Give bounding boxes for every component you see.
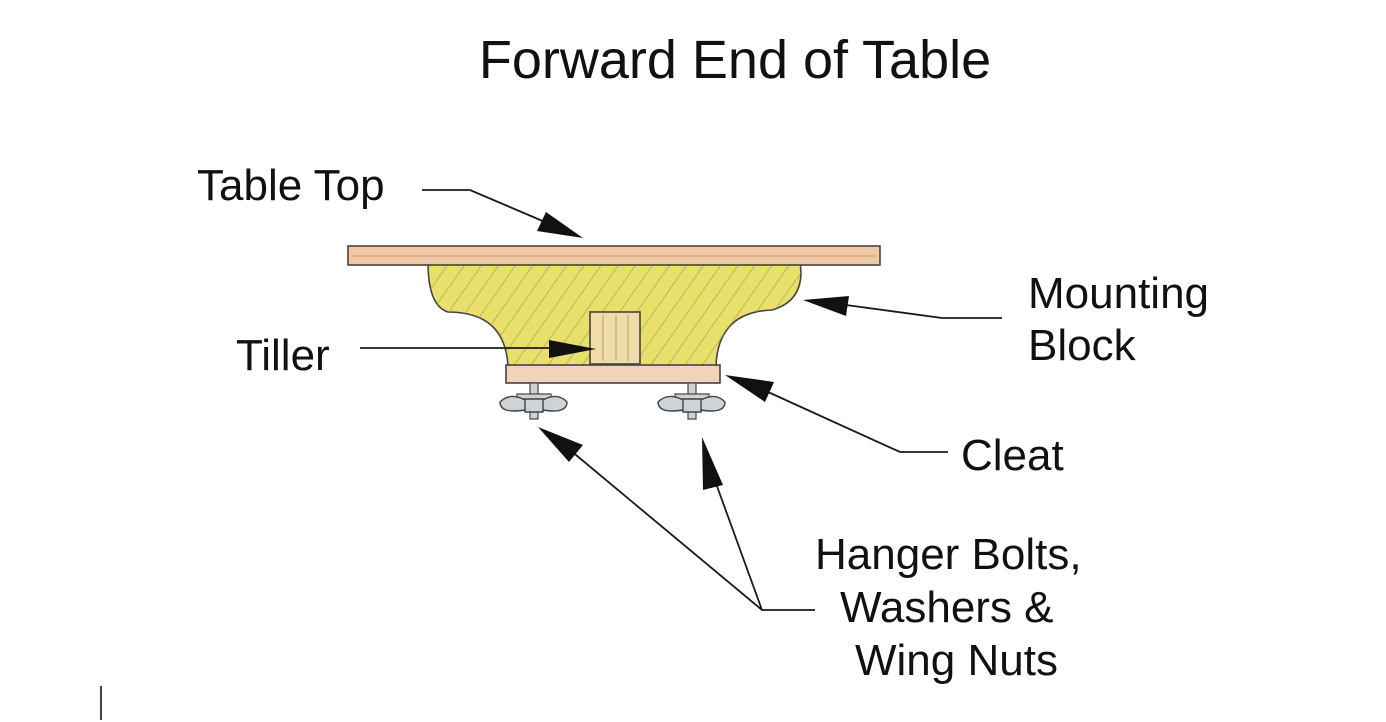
tiller	[589, 311, 641, 365]
label-mounting-block: Mounting Block	[1028, 269, 1221, 370]
label-mounting-block-line2: Block	[1028, 321, 1137, 370]
leader-hanger-bolts	[538, 427, 815, 611]
label-table-top: Table Top	[197, 161, 385, 210]
tiller-body	[589, 311, 641, 365]
label-mounting-block-line1: Mounting	[1028, 269, 1209, 318]
arrowhead-hanger-left	[538, 427, 583, 462]
leader-table-top	[422, 189, 583, 238]
wing-nut-left-body	[499, 395, 568, 413]
arrowhead-tiller	[549, 340, 596, 358]
arrowhead-cleat	[725, 375, 774, 402]
leader-mounting-block	[803, 296, 1002, 319]
cleat	[505, 364, 721, 384]
label-hanger-line1: Hanger Bolts,	[815, 530, 1082, 579]
leader-tiller	[360, 340, 596, 358]
label-hanger-bolts: Hanger Bolts, Washers & Wing Nuts	[815, 530, 1094, 685]
arrowhead-table-top	[537, 212, 583, 238]
label-hanger-line3: Wing Nuts	[855, 636, 1058, 685]
wing-nut-right-body	[657, 395, 726, 413]
wing-nut-left	[499, 382, 568, 420]
arrowhead-mounting-block	[803, 296, 849, 316]
diagram-title: Forward End of Table	[479, 30, 991, 90]
label-cleat: Cleat	[961, 431, 1064, 480]
label-tiller: Tiller	[236, 331, 330, 380]
leader-cleat	[725, 375, 948, 453]
wing-nut-right	[657, 382, 726, 420]
label-hanger-line2: Washers &	[840, 583, 1054, 632]
arrowhead-hanger-right	[702, 437, 723, 490]
